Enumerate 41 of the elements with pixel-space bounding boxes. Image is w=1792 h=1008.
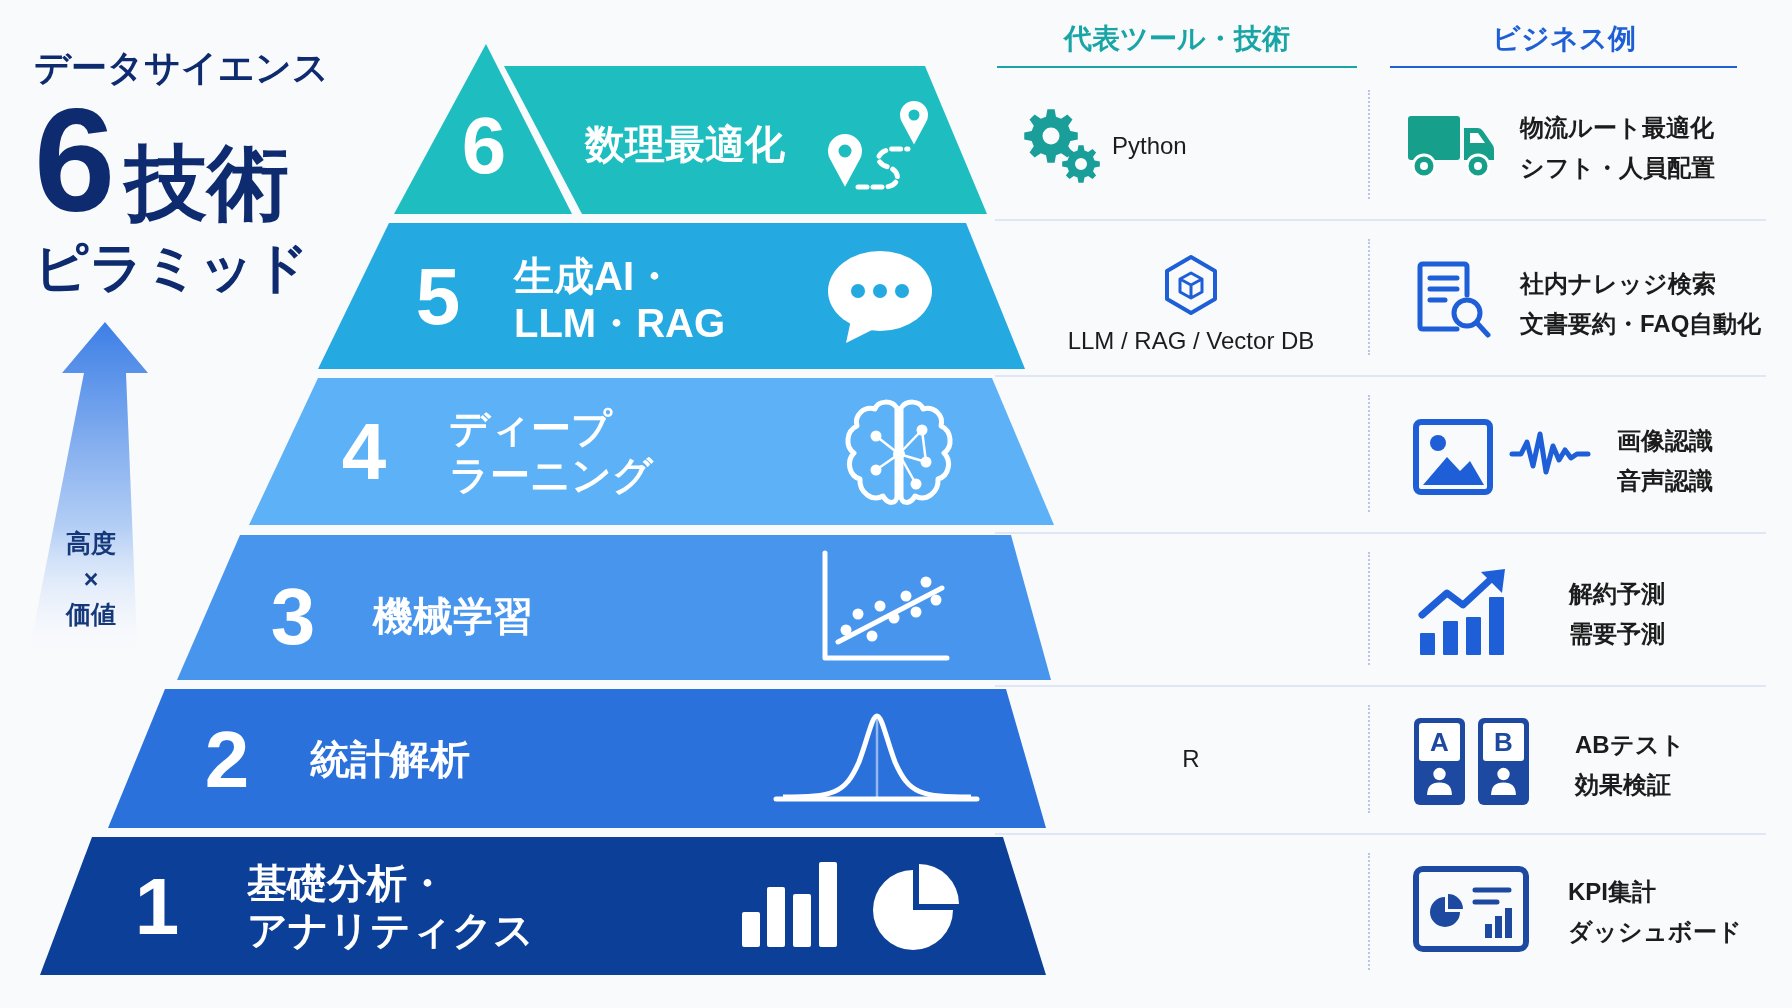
tier-number: 5 [415,257,461,337]
business-example: 解約予測 [1569,579,1665,609]
tier-number: 4 [341,412,387,492]
tier-title: ディープラーニング [449,404,655,499]
tier-title: 基礎分析・アナリティクス [247,859,535,954]
pyramid-tier [40,837,1046,975]
tier-title: 統計解析 [310,736,471,784]
tool-name: R [1182,744,1200,774]
card-letter: A [1419,723,1460,761]
subheading: ピラミッド [34,240,309,294]
tier-title: 数理最適化 [585,121,786,169]
pyramid-tier [318,223,1025,369]
arrow-label: 高度 × 価値 [64,528,117,630]
column-header: ビジネス例 [1390,18,1737,68]
business-example: 文書要約・FAQ自動化 [1520,309,1762,339]
tool-name: LLM / RAG / Vector DB [1067,326,1315,356]
card-letter: B [1483,723,1524,761]
tier-title: 生成AI・LLM・RAG [514,252,727,347]
column-header: 代表ツール・技術 [997,18,1357,68]
tier-title: 機械学習 [373,593,534,641]
business-example: 効果検証 [1575,770,1672,800]
pyramid-tier [108,689,1046,828]
heading: 6技術 [34,88,290,234]
business-example: シフト・人員配置 [1520,153,1715,183]
business-example: 社内ナレッジ検索 [1520,269,1717,299]
business-example: KPI集計 [1568,877,1657,907]
business-example: ABテスト [1575,730,1685,760]
tier-number: 1 [134,867,180,947]
business-example: 音声認識 [1617,466,1713,496]
tier-number: 3 [270,577,316,657]
title: データサイエンス [34,50,329,86]
business-example: 画像認識 [1617,426,1713,456]
business-example: ダッシュボード [1568,917,1742,947]
tier-number: 6 [461,106,507,186]
business-example: 物流ルート最適化 [1520,113,1715,143]
business-example: 需要予測 [1569,619,1665,649]
pyramid-tier [394,44,987,214]
pyramid-tier [177,535,1051,680]
pyramid-tier [249,378,1054,525]
tier-number: 2 [204,720,250,800]
tool-name: Python [1112,131,1187,161]
